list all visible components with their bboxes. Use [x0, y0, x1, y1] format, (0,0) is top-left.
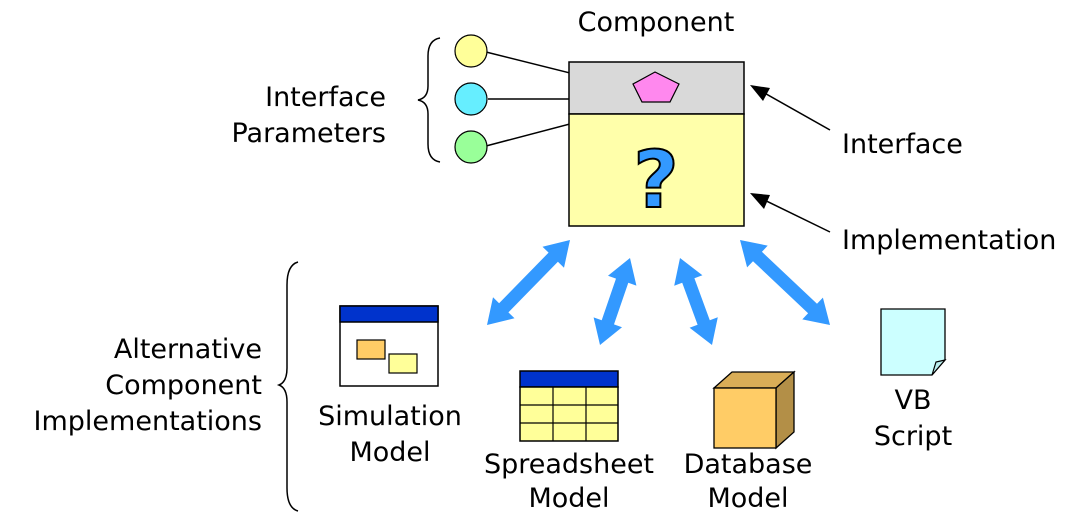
double-arrow-shape [487, 240, 570, 325]
alternatives-label-line-1: Alternative [113, 334, 262, 365]
interface-parameters-label-line-2: Parameters [231, 118, 386, 149]
document-icon [880, 308, 947, 376]
interface-label: Interface [842, 129, 963, 160]
simulation-model-label-line-2: Model [349, 437, 431, 468]
interface-arrowhead [750, 85, 770, 101]
window-icon [339, 305, 439, 387]
double-arrow-simulation [487, 240, 570, 325]
spreadsheet-model-label-line-2: Model [528, 483, 610, 514]
implementation-label: Implementation [842, 225, 1057, 256]
question-mark-icon: ? [633, 136, 678, 226]
spreadsheet-model-label-line-1: Spreadsheet [483, 449, 655, 480]
double-arrow-shape [593, 258, 637, 345]
database-model-label-line-2: Model [707, 483, 789, 514]
alternatives-brace [276, 261, 299, 512]
alternatives-label-line-2: Component [105, 370, 262, 401]
vbscript-label-line-2: Script [873, 421, 953, 452]
vbscript-label-line-1: VB [894, 385, 932, 416]
double-arrow-shape [740, 240, 830, 325]
double-arrow-shape [674, 258, 718, 345]
database-model-label-line-1: Database [683, 449, 813, 480]
pentagon-icon [632, 71, 680, 103]
interface-parameters-label-line-1: Interface [265, 82, 386, 113]
cube-icon [712, 370, 796, 450]
implementation-arrowhead [750, 193, 770, 209]
double-arrow-vbscript [740, 240, 830, 325]
double-arrow-spreadsheet [593, 258, 637, 345]
parameter-circle-yellow [454, 34, 488, 68]
simulation-model-label-line-1: Simulation [318, 401, 462, 432]
double-arrow-database [674, 258, 718, 345]
interface-parameters-brace [417, 37, 441, 163]
parameter-circle-green [454, 130, 488, 164]
parameter-circle-cyan [454, 82, 488, 116]
component-implementation-body [568, 113, 745, 227]
component-title: Component [577, 7, 735, 38]
spreadsheet-icon [519, 370, 619, 442]
alternatives-label-line-3: Implementations [33, 406, 262, 437]
